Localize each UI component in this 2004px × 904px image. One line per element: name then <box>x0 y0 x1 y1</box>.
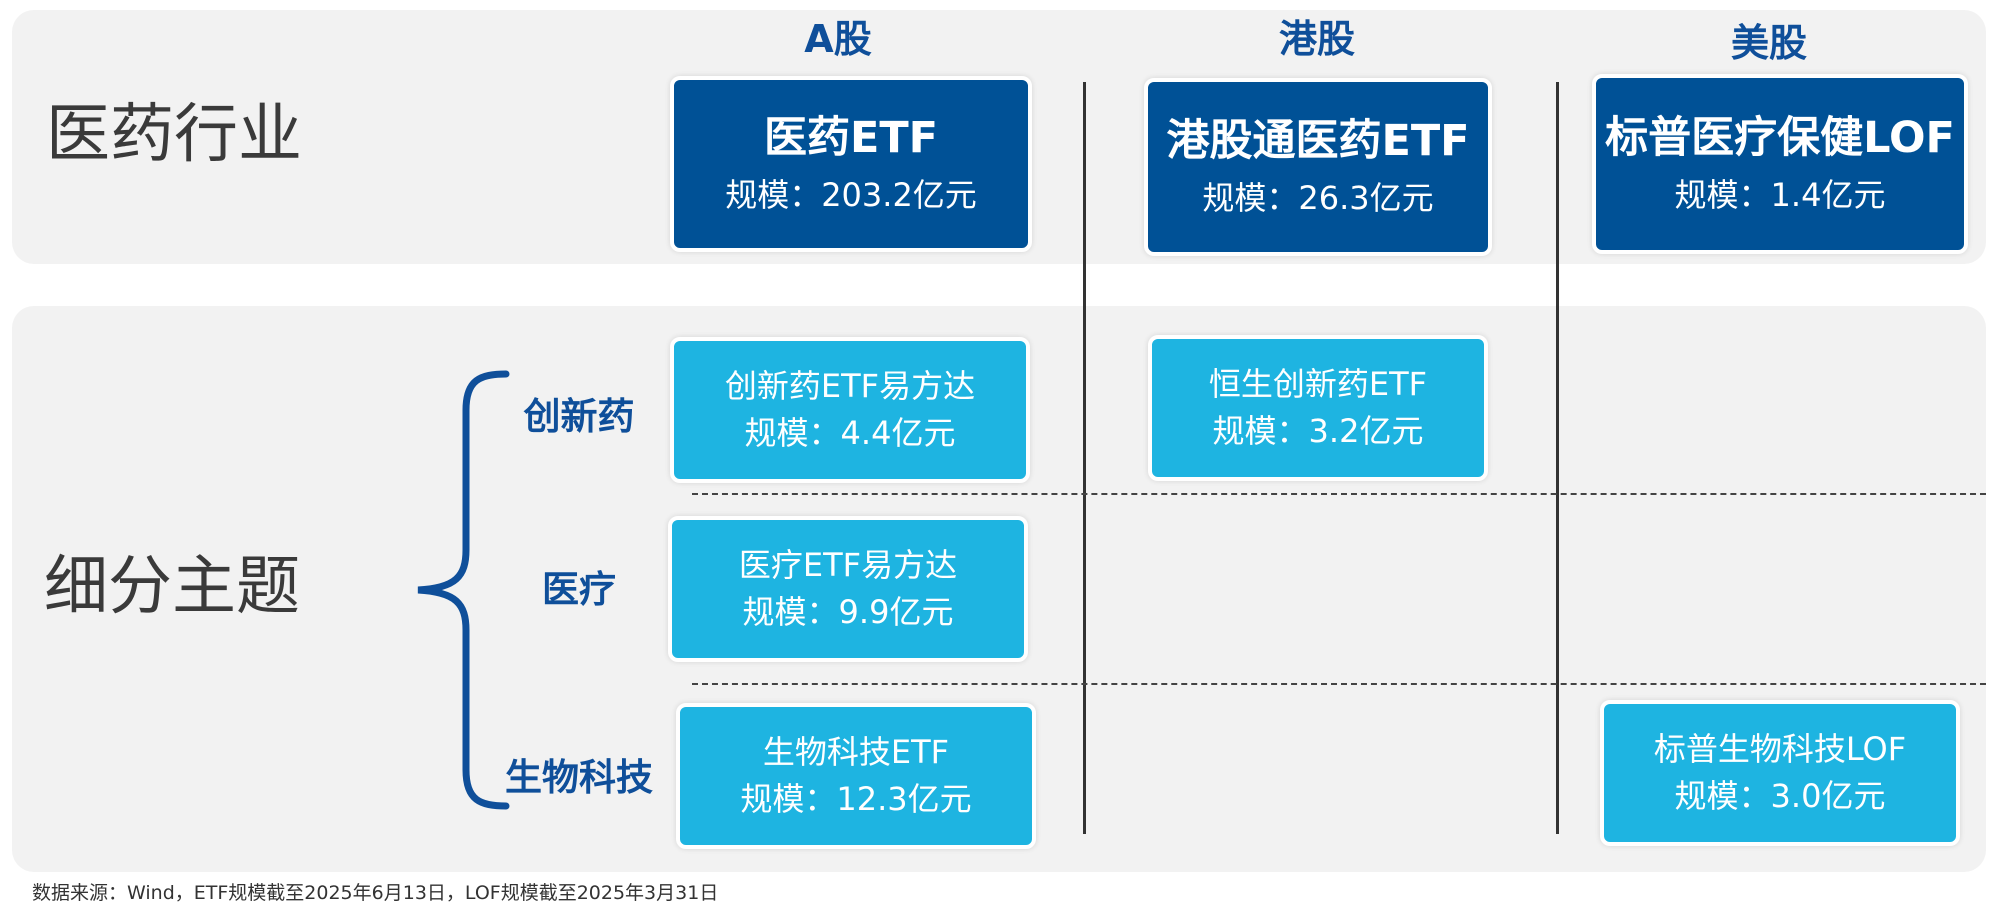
section-title-industry: 医药行业 <box>46 98 302 172</box>
section-title-themes: 细分主题 <box>44 550 300 624</box>
fund-card-pharma-etf: 医药ETF 规模：203.2亿元 <box>670 76 1032 252</box>
fund-name: 创新药ETF易方达 <box>724 367 976 406</box>
fund-name: 医药ETF <box>763 112 939 163</box>
fund-name: 恒生创新药ETF <box>1208 365 1428 404</box>
fund-scale: 规模：9.9亿元 <box>742 593 954 631</box>
row-divider-2 <box>692 683 1986 685</box>
fund-scale: 规模：1.4亿元 <box>1674 176 1886 215</box>
fund-scale: 规模：4.4亿元 <box>744 414 956 452</box>
row-divider-1 <box>692 493 1986 495</box>
fund-name: 标普医疗保健LOF <box>1605 112 1955 163</box>
fund-name: 生物科技ETF <box>762 733 950 772</box>
fund-card-sp-biotech-lof: 标普生物科技LOF 规模：3.0亿元 <box>1600 700 1960 846</box>
fund-scale: 规模：203.2亿元 <box>725 176 977 215</box>
fund-name: 标普生物科技LOF <box>1653 730 1907 769</box>
fund-scale: 规模：12.3亿元 <box>740 780 972 818</box>
brace-icon <box>417 370 510 810</box>
fund-card-biotech-etf: 生物科技ETF 规模：12.3亿元 <box>676 703 1036 849</box>
fund-card-hk-connect-pharma-etf: 港股通医药ETF 规模：26.3亿元 <box>1144 78 1492 256</box>
column-header-a-share: A股 <box>804 17 872 61</box>
fund-card-hang-seng-innovative-drug-etf: 恒生创新药ETF 规模：3.2亿元 <box>1148 335 1488 481</box>
fund-name: 医疗ETF易方达 <box>738 546 958 585</box>
row-header-biotech: 生物科技 <box>505 756 653 799</box>
data-source-footnote: 数据来源：Wind，ETF规模截至2025年6月13日，LOF规模截至2025年… <box>32 882 719 904</box>
fund-card-innovative-drug-etf: 创新药ETF易方达 规模：4.4亿元 <box>670 337 1030 483</box>
fund-name: 港股通医药ETF <box>1166 115 1470 166</box>
fund-scale: 规模：3.2亿元 <box>1212 412 1424 450</box>
fund-scale: 规模：3.0亿元 <box>1674 777 1886 815</box>
column-divider-1 <box>1083 82 1086 834</box>
fund-scale: 规模：26.3亿元 <box>1202 179 1434 218</box>
fund-card-sp-healthcare-lof: 标普医疗保健LOF 规模：1.4亿元 <box>1592 74 1968 254</box>
column-divider-2 <box>1556 82 1559 834</box>
row-header-innovative-drugs: 创新药 <box>523 395 635 438</box>
row-header-medical: 医疗 <box>542 568 616 611</box>
column-header-hk-share: 港股 <box>1278 17 1355 61</box>
column-header-us-share: 美股 <box>1730 21 1807 65</box>
fund-card-medical-etf: 医疗ETF易方达 规模：9.9亿元 <box>668 516 1028 662</box>
